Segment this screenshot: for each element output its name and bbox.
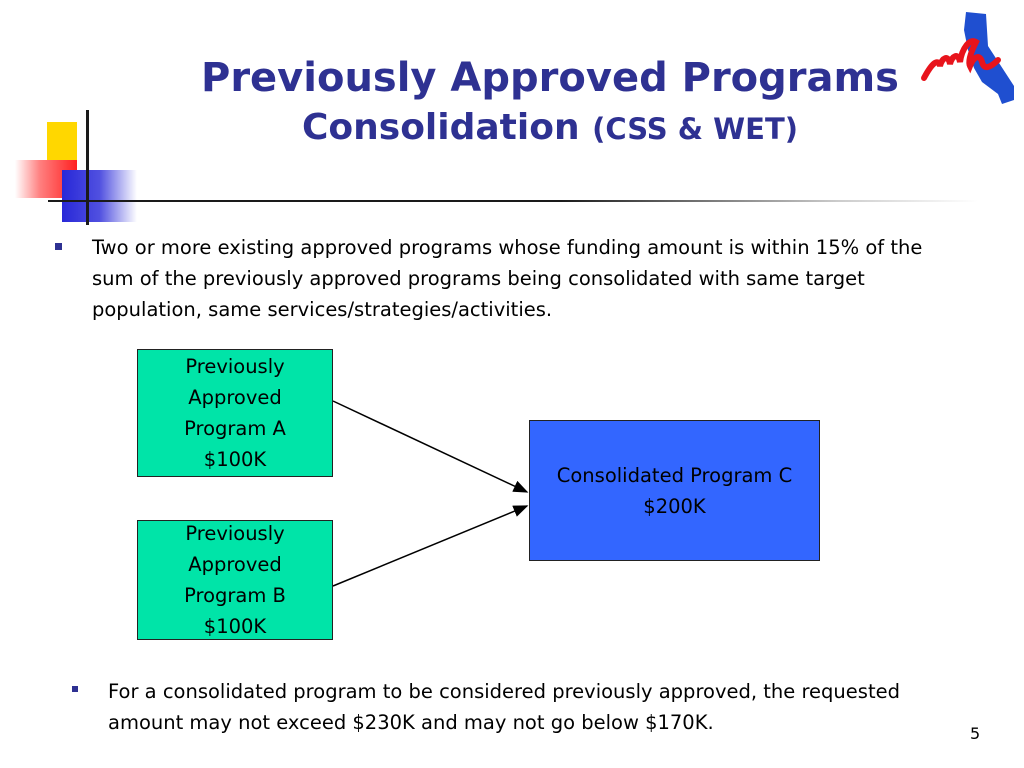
program-b-line-2: Approved [188, 553, 282, 576]
arrow-a-to-c [332, 400, 529, 493]
arrow-b-to-c [332, 505, 529, 587]
bullet-text-1: Two or more existing approved programs w… [92, 236, 923, 321]
title-underline [48, 200, 978, 202]
bullet-text-2: For a consolidated program to be conside… [108, 680, 900, 734]
california-map-icon [964, 12, 1014, 104]
slide-title: Previously Approved Programs Consolidati… [120, 52, 980, 153]
program-c-amount: $200K [643, 494, 706, 518]
program-b-line-3: Program B [184, 584, 286, 607]
program-c-line-1: Consolidated Program C [556, 463, 793, 487]
program-b-amount: $100K [203, 615, 267, 638]
program-a-line-2: Approved [188, 386, 282, 409]
title-line-2-main: Consolidation [301, 107, 580, 148]
program-a-amount: $100K [203, 448, 267, 471]
program-a-box: Previously Approved Program A $100K [137, 349, 333, 477]
decor-vertical-line [86, 110, 89, 225]
bullet-square-icon [72, 686, 78, 692]
bullet-square-icon [55, 243, 62, 250]
program-a-line-3: Program A [184, 417, 286, 440]
program-c-box: Consolidated Program C $200K [529, 420, 820, 561]
decor-blue-square [62, 170, 137, 222]
logo-mh-california-icon [921, 12, 1014, 104]
title-line-1: Previously Approved Programs [201, 55, 899, 101]
title-suffix: (CSS & WET) [592, 112, 798, 146]
page-number: 5 [970, 724, 981, 743]
program-a-line-1: Previously [185, 355, 285, 378]
logo-mh-script [921, 38, 1001, 81]
program-b-box: Previously Approved Program B $100K [137, 520, 333, 640]
program-b-line-1: Previously [185, 522, 285, 545]
title-line-2: Consolidation (CSS & WET) [120, 104, 980, 153]
